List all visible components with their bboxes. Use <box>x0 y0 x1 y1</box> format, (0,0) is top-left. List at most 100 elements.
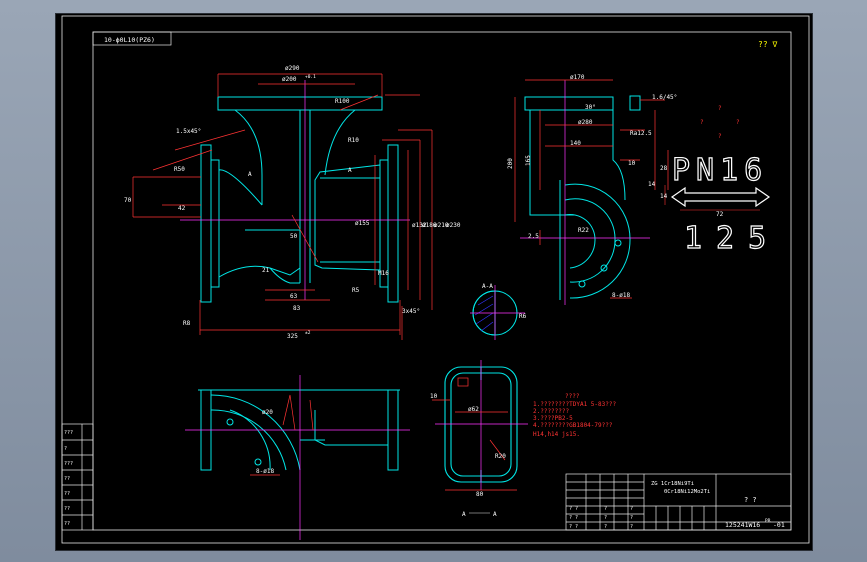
outer-frame <box>61 15 810 544</box>
title-block <box>565 473 792 531</box>
dim-holes: 8-ø18 <box>612 292 630 299</box>
dim-a-10: 10 <box>430 393 438 400</box>
svg-text:?: ? <box>630 524 633 530</box>
dim-m16: M16 <box>378 270 389 277</box>
dim-d230: ø230 <box>446 222 461 229</box>
section-a-left: A <box>248 171 252 178</box>
strip-row-7: ?? <box>64 521 70 527</box>
dim-14-mark: 14 <box>660 193 668 200</box>
note-line-2: 2.???????? <box>533 408 570 415</box>
svg-text:?: ? <box>604 524 607 530</box>
a-label-left: A <box>462 511 466 518</box>
notes-title: ???? <box>565 393 580 400</box>
svg-text:? ?: ? ? <box>569 524 578 530</box>
dim-a-80: 80 <box>476 491 484 498</box>
svg-text:?: ? <box>718 133 722 140</box>
main-dimensions <box>132 73 433 340</box>
pn16-text: PN16 <box>672 153 768 188</box>
dim-d290: ø290 <box>285 65 300 72</box>
dim-r22: R22 <box>578 227 589 234</box>
strip-row-5: ?? <box>64 491 70 497</box>
strip-row-1: ??? <box>64 430 73 436</box>
dim-30deg: 30° <box>585 104 596 111</box>
dim-chamfer: 1.5x45° <box>176 128 201 135</box>
dim-70: 70 <box>124 197 132 204</box>
dim-325-tol: ±2 <box>305 330 311 336</box>
strip-row-6: ?? <box>64 506 70 512</box>
dim-r8: R8 <box>183 320 191 327</box>
dim-63: 63 <box>290 293 298 300</box>
dim-72: 72 <box>716 211 724 218</box>
dim-d200: ø200 <box>282 76 297 83</box>
dim-bottom-holes: 8-ø18 <box>256 468 274 475</box>
note-line-4: 4.????????GB1804-79??? <box>533 422 613 429</box>
dim-2-5: 2.5 <box>528 233 539 240</box>
note-line-1: 1.????????TDYA1 5-83??? <box>533 401 616 408</box>
section-a-right: A <box>348 167 352 174</box>
strip-row-3: ??? <box>64 461 73 467</box>
dim-28: 28 <box>660 165 668 172</box>
svg-text:?: ? <box>700 119 704 126</box>
flow-arrow-icon <box>670 186 771 208</box>
dim-42: 42 <box>178 205 186 212</box>
svg-text:? ?: ? ? <box>569 515 578 521</box>
dim-r100: R100 <box>335 98 350 105</box>
dim-d132: ø132 <box>412 222 427 229</box>
code-box-text: 10-ϕ0L10(PZ6) <box>104 36 155 44</box>
dim-10: 10 <box>628 160 636 167</box>
dim-d200-tol: +0.1 <box>305 74 316 80</box>
size-125-text: 125 <box>684 221 780 256</box>
dim-d280: ø280 <box>578 119 593 126</box>
material-text-2: 0Cr18Ni12Mo2Ti <box>664 489 710 495</box>
bottom-centerlines <box>185 375 410 540</box>
dim-r50: R50 <box>174 166 185 173</box>
side-view <box>524 95 641 300</box>
material-text: ZG 1Cr18Ni9Ti <box>651 481 694 487</box>
svg-text:?: ? <box>718 105 722 112</box>
strip-row-2: ? <box>64 446 67 452</box>
dim-a-r20: R20 <box>495 453 506 460</box>
dim-325: 325 <box>287 333 298 340</box>
dim-bottom-r20: ø20 <box>262 409 273 416</box>
strip-row-4: ?? <box>64 476 70 482</box>
main-view <box>200 96 399 303</box>
dim-d170: ø170 <box>570 74 585 81</box>
code-box <box>92 31 172 46</box>
dim-200: 200 <box>507 158 514 169</box>
part-name: ? ? <box>744 496 757 504</box>
main-centerlines <box>180 80 410 300</box>
left-strip <box>61 423 94 531</box>
drawing-code-sub: PR <box>765 518 771 524</box>
dim-roughness: 1.6/45° <box>652 94 677 101</box>
svg-text:?: ? <box>736 119 740 126</box>
dim-ra: Ra12.5 <box>630 130 652 137</box>
svg-text:?: ? <box>630 506 633 512</box>
svg-text:? ?: ? ? <box>569 506 578 512</box>
roughness-note: ?? ∇ <box>758 40 777 49</box>
technical-notes: ???? 1.????????TDYA1 5-83??? 2.???????? … <box>533 393 616 438</box>
dim-21: 21 <box>262 267 270 274</box>
note-line-5: H14,h14 js15. <box>533 431 580 438</box>
dim-14: 14 <box>648 181 656 188</box>
drawing-code-suffix: -01 <box>773 521 785 529</box>
a-label-right: A <box>493 511 497 518</box>
section-label: A-A <box>482 283 493 290</box>
pn-marking: PN16 125 72 14 ???? <box>660 105 780 257</box>
section-circle: A-A R6 <box>470 283 527 340</box>
dim-83: 83 <box>293 305 301 312</box>
section-dim: R6 <box>519 313 527 320</box>
dim-d186: ø186 <box>422 222 437 229</box>
svg-text:?: ? <box>630 515 633 521</box>
note-line-3: 3.????PB2-5 <box>533 415 573 422</box>
drawing-code: 125241W16 <box>725 521 760 529</box>
dim-165: 165 <box>525 155 532 166</box>
dim-d210: ø210 <box>434 222 449 229</box>
svg-text:?: ? <box>604 506 607 512</box>
dim-chamfer-3: 3x45° <box>402 308 420 315</box>
svg-text:?: ? <box>604 515 607 521</box>
side-centerlines <box>520 80 650 305</box>
cad-drawing-sheet[interactable] <box>55 13 813 551</box>
dim-r10: R10 <box>348 137 359 144</box>
dim-r5: R5 <box>352 287 360 294</box>
